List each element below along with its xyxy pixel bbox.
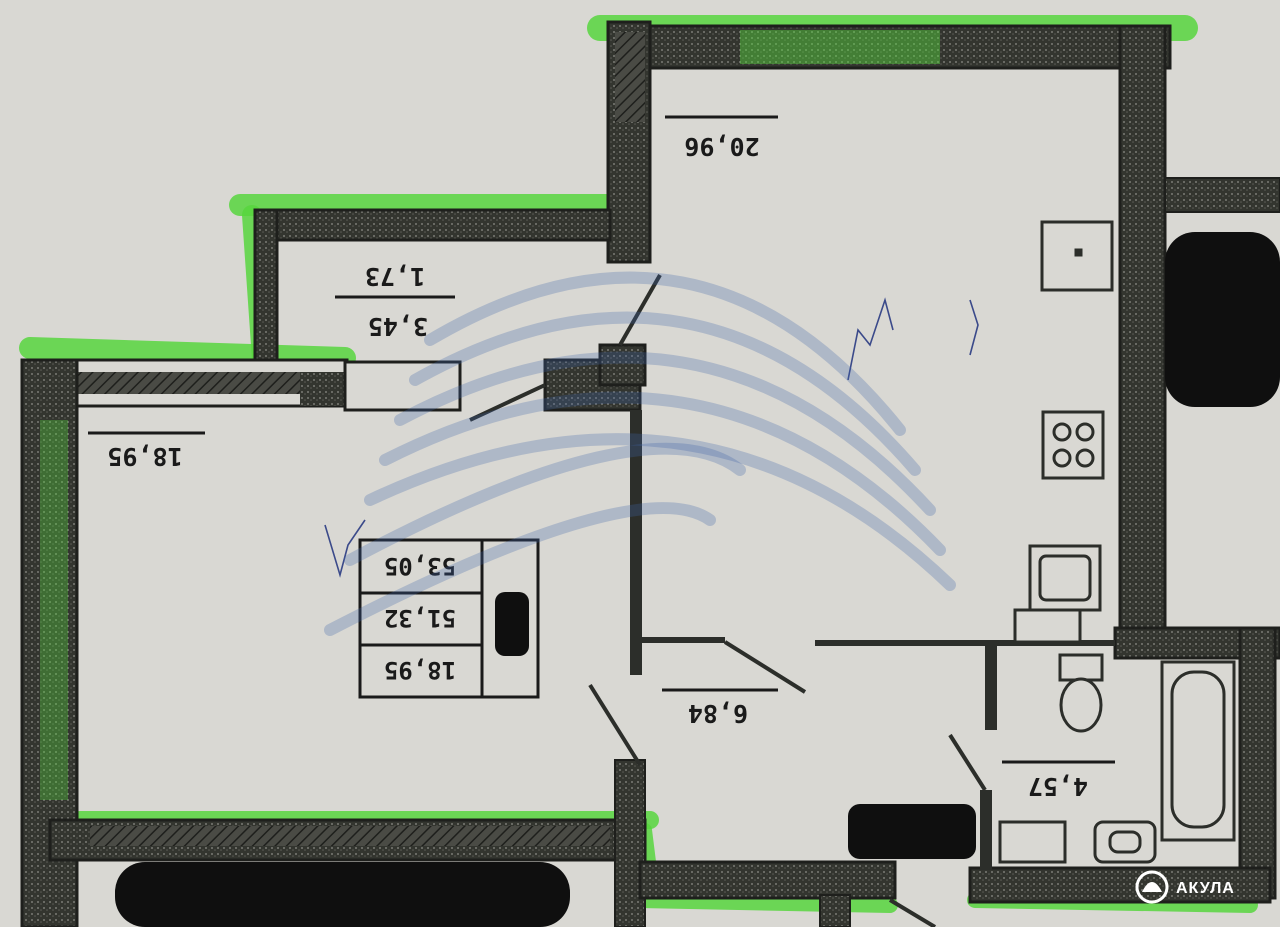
washbasin-icon	[998, 820, 1067, 864]
stove-icon	[1041, 410, 1105, 480]
summary-living-area: 18,95	[384, 656, 456, 684]
balcony-reduced-area-label: 1,73	[365, 262, 425, 291]
pen-marks	[324, 297, 979, 578]
kitchen-area-label: 20,96	[684, 132, 759, 161]
redaction-bottom-center	[848, 804, 976, 859]
watermark-brand: АКУЛА	[1135, 870, 1235, 904]
area-labels: 20,96 1,73 3,45 18,95 6,84 4,57	[88, 115, 1115, 801]
walls	[20, 20, 1280, 927]
bedroom-area-label: 18,95	[107, 442, 182, 471]
summary-table: 53,05 51,32 18,95	[358, 538, 540, 699]
summary-total-area: 53,05	[384, 552, 456, 580]
redactions	[115, 232, 1280, 927]
toilet-icon	[1058, 653, 1104, 682]
redaction-table	[495, 592, 529, 656]
balcony-full-area-label: 3,45	[368, 312, 428, 341]
fixtures	[998, 220, 1236, 864]
bathroom-area-label: 4,57	[1028, 772, 1088, 801]
hallway-area-label: 6,84	[688, 699, 748, 728]
redaction-bottom-left	[115, 862, 570, 927]
doors	[469, 274, 987, 927]
watermark-waves	[324, 271, 956, 636]
shark-logo-icon	[1135, 870, 1169, 904]
redaction-right	[1165, 232, 1280, 407]
summary-reduced-area: 51,32	[384, 604, 456, 632]
watermark-text: АКУЛА	[1176, 880, 1235, 897]
